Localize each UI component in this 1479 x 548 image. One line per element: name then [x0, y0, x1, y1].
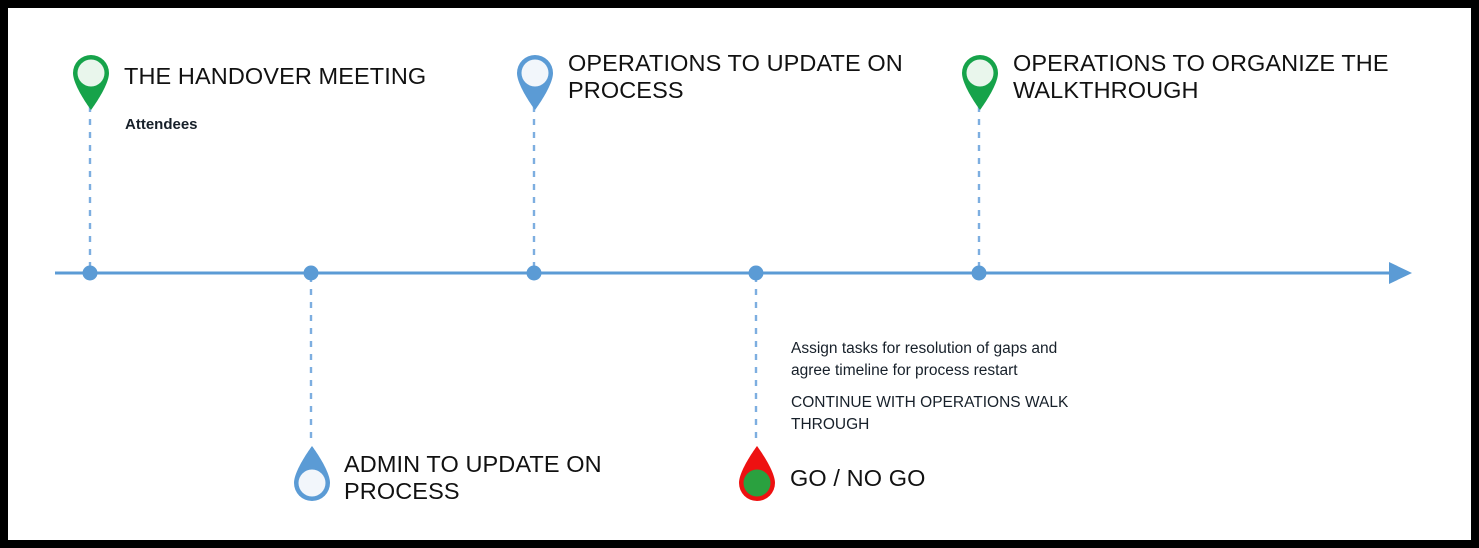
axis-arrowhead	[1389, 262, 1412, 284]
milestone-label-go-no-go: GO / NO GO	[790, 465, 926, 491]
axis-dot-admin-update[interactable]	[303, 265, 319, 281]
note-line-1: Assign tasks for resolution of gaps and …	[791, 340, 1058, 380]
milestone-notes-go-no-go: Assign tasks for resolution of gaps and …	[791, 338, 1151, 437]
milestone-go-no-go[interactable]	[734, 444, 780, 506]
diagram-canvas: THE HANDOVER MEETING Attendees OPERATION…	[8, 8, 1471, 540]
timeline-axis	[55, 106, 1412, 444]
milestone-label-admin-update: ADMIN TO UPDATE ON PROCESS	[344, 451, 602, 505]
map-pin-inverted-icon[interactable]	[734, 444, 780, 506]
milestone-label-operations-walkthrough: OPERATIONS TO ORGANIZE THE WALKTHROUGH	[1013, 50, 1389, 104]
map-pin-icon[interactable]	[512, 50, 558, 112]
axis-dot-handover-meeting[interactable]	[82, 265, 98, 281]
axis-dot-go-no-go[interactable]	[748, 265, 764, 281]
map-pin-icon[interactable]	[957, 50, 1003, 112]
map-pin-icon[interactable]	[68, 50, 114, 112]
milestone-sublabel-attendees: Attendees	[125, 116, 198, 133]
milestone-label-handover-meeting: THE HANDOVER MEETING	[124, 63, 427, 89]
milestone-handover-meeting[interactable]	[68, 50, 114, 112]
milestone-label-operations-update: OPERATIONS TO UPDATE ON PROCESS	[568, 50, 903, 104]
map-pin-inverted-icon[interactable]	[289, 444, 335, 506]
note-line-2: CONTINUE WITH OPERATIONS WALK THROUGH	[791, 393, 1069, 434]
axis-dot-operations-walkthrough[interactable]	[971, 265, 987, 281]
milestone-operations-walkthrough[interactable]	[957, 50, 1003, 112]
milestone-operations-update[interactable]	[512, 50, 558, 112]
axis-dot-operations-update[interactable]	[526, 265, 542, 281]
milestone-admin-update[interactable]	[289, 444, 335, 506]
